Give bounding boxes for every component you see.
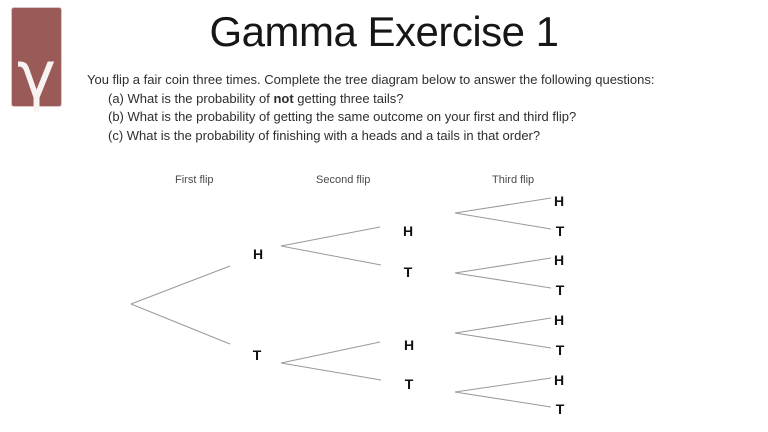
tree-node-third-5: H [553, 312, 565, 328]
gamma-logo: γ [12, 8, 61, 115]
tree-node-third-8: T [555, 401, 565, 417]
column-header-first-flip: First flip [175, 174, 214, 186]
tree-node-third-7: H [553, 372, 565, 388]
question-intro: You flip a fair coin three times. Comple… [87, 72, 655, 87]
tree-node-third-6: T [555, 342, 565, 358]
question-block: You flip a fair coin three times. Comple… [87, 71, 655, 145]
question-item-a: (a) What is the probability of not getti… [108, 90, 404, 106]
question-item-c: (c) What is the probability of finishing… [108, 127, 541, 143]
tree-node-first-2: T [252, 347, 262, 363]
tree-node-third-2: T [555, 223, 565, 239]
tree-node-second-1: H [402, 223, 414, 239]
tree-node-second-2: T [403, 264, 413, 280]
column-header-third-flip: Third flip [492, 174, 535, 186]
page-title: Gamma Exercise 1 [209, 8, 559, 55]
tree-node-third-3: H [553, 252, 565, 268]
tree-node-third-1: H [553, 193, 565, 209]
tree-node-first-1: H [252, 246, 264, 262]
column-header-second-flip: Second flip [316, 174, 371, 186]
tree-node-second-3: H [403, 337, 415, 353]
gamma-icon: γ [16, 37, 57, 115]
question-item-b: (b) What is the probability of getting t… [108, 109, 577, 124]
tree-node-second-4: T [404, 376, 414, 392]
tree-node-third-4: T [555, 282, 565, 298]
